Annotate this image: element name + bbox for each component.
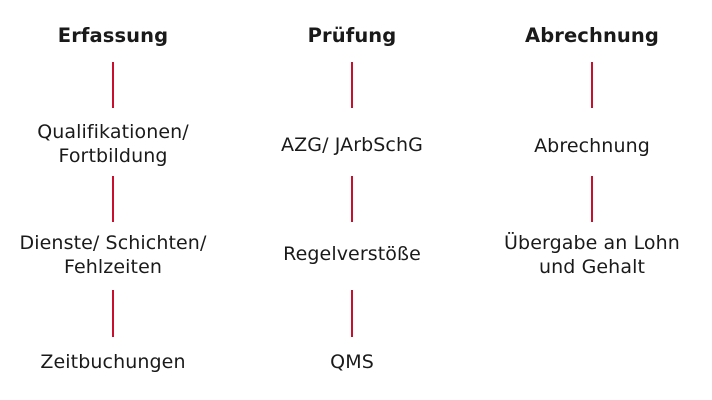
process-node: Übergabe an Lohn und Gehalt	[504, 232, 680, 278]
column-pruefung: Prüfung AZG/ JArbSchG Regelverstöße QMS	[237, 0, 467, 400]
connector-line	[112, 290, 114, 337]
connector-line	[351, 290, 353, 337]
process-node: Abrechnung	[534, 135, 650, 157]
process-node: Regelverstöße	[283, 243, 421, 265]
column-heading: Abrechnung	[525, 24, 659, 47]
process-node: AZG/ JArbSchG	[281, 134, 423, 156]
connector-line	[351, 176, 353, 222]
connector-line	[591, 62, 593, 108]
column-heading: Erfassung	[57, 24, 169, 47]
process-node: Zeitbuchungen	[40, 351, 186, 373]
column-heading: Prüfung	[307, 24, 397, 47]
column-erfassung: Erfassung Qualifikationen/ Fortbildung D…	[0, 0, 228, 400]
process-node: QMS	[330, 351, 374, 373]
process-node: Qualifikationen/ Fortbildung	[37, 121, 189, 167]
connector-line	[112, 62, 114, 108]
connector-line	[591, 176, 593, 222]
column-abrechnung: Abrechnung Abrechnung Übergabe an Lohn u…	[477, 0, 707, 400]
connector-line	[351, 62, 353, 108]
process-node: Dienste/ Schichten/ Fehlzeiten	[19, 232, 207, 278]
connector-line	[112, 176, 114, 222]
